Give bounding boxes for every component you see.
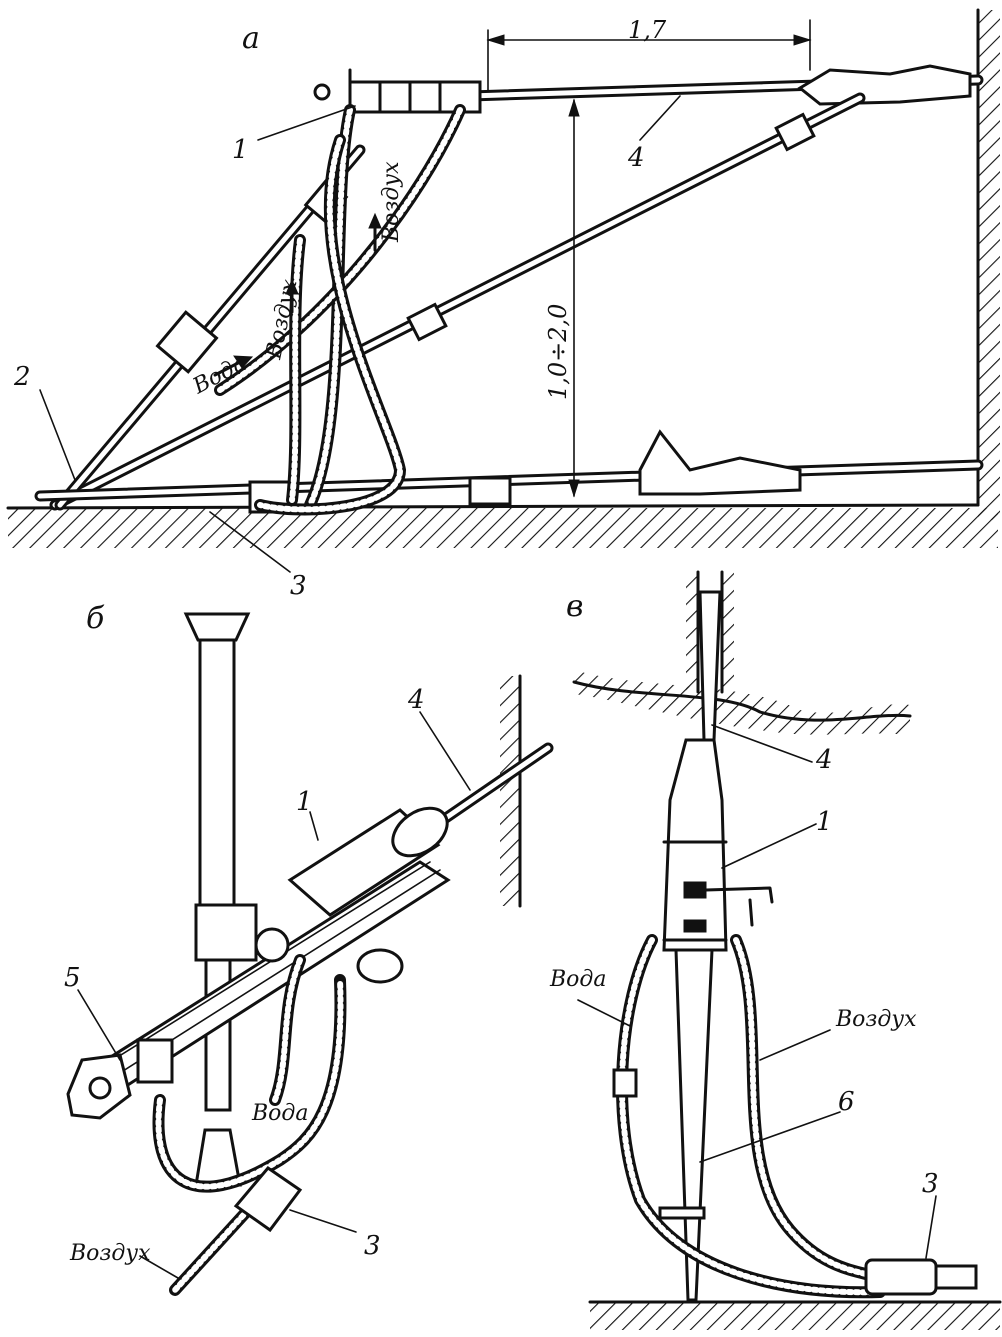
panel-c-callout-1: 1 <box>816 807 833 837</box>
panel-a-callout-1: 1 <box>232 135 249 165</box>
panel-a-floor-hatch <box>8 508 998 548</box>
panel-c-roof-hatch <box>574 670 910 735</box>
panel-a-letter: а <box>242 21 260 56</box>
panel-c-drawing <box>572 570 1002 1330</box>
panel-b-air-label: Воздух <box>69 1241 151 1266</box>
panel-c-floor-hatch <box>590 1302 1000 1330</box>
panel-c-callout-4: 4 <box>815 745 833 775</box>
panel-a-water-arrow <box>213 360 242 377</box>
panel-c-water-label: Вода <box>549 967 606 992</box>
panel-b-callout-4: 4 <box>407 685 425 715</box>
panel-a-air-label-1: Воздух <box>379 161 404 243</box>
panel-b-callout-3: 3 <box>364 1231 381 1261</box>
panel-b-callout-1: 1 <box>296 787 313 817</box>
panel-a-callout-4: 4 <box>627 143 645 173</box>
panel-a-callout-3: 3 <box>290 571 307 601</box>
panel-a-right-wall-hatch <box>978 10 1000 520</box>
panel-c-letter: в <box>566 589 583 624</box>
panel-a-upper-drill-bit <box>797 64 972 106</box>
panel-c-drill-body <box>662 738 728 952</box>
panel-a-upper-handle-icon <box>313 83 331 101</box>
panel-b-column <box>198 638 236 932</box>
panel-b-column-cap <box>183 612 251 642</box>
panel-a-leg-clamp <box>155 310 219 374</box>
panel-a-lower-drill-bit <box>638 429 802 496</box>
panel-b-column-clamp <box>194 903 258 962</box>
panel-a-callout-2: 2 <box>13 362 31 392</box>
panel-b-lubricator <box>233 1165 303 1233</box>
panel-a-drawing <box>6 8 1000 573</box>
panel-a-length-dimension: 1,7 <box>628 16 667 44</box>
panel-b-drawing <box>66 612 554 1296</box>
panel-b-letter: б <box>86 601 105 636</box>
panel-b-wall-hatch <box>500 676 520 906</box>
panel-c-roof <box>572 680 912 722</box>
panel-a-height-dimension: 1,0÷2,0 <box>544 304 572 400</box>
panel-c-callout-3: 3 <box>922 1169 939 1199</box>
panel-c-callout-6: 6 <box>838 1087 855 1117</box>
panel-a-floor <box>6 503 980 510</box>
panel-c-lubricator <box>864 1258 938 1296</box>
panel-b-callout-5: 5 <box>64 963 81 993</box>
panel-b-water-label: Вода <box>251 1101 308 1126</box>
panel-c-air-label: Воздух <box>835 1007 917 1032</box>
